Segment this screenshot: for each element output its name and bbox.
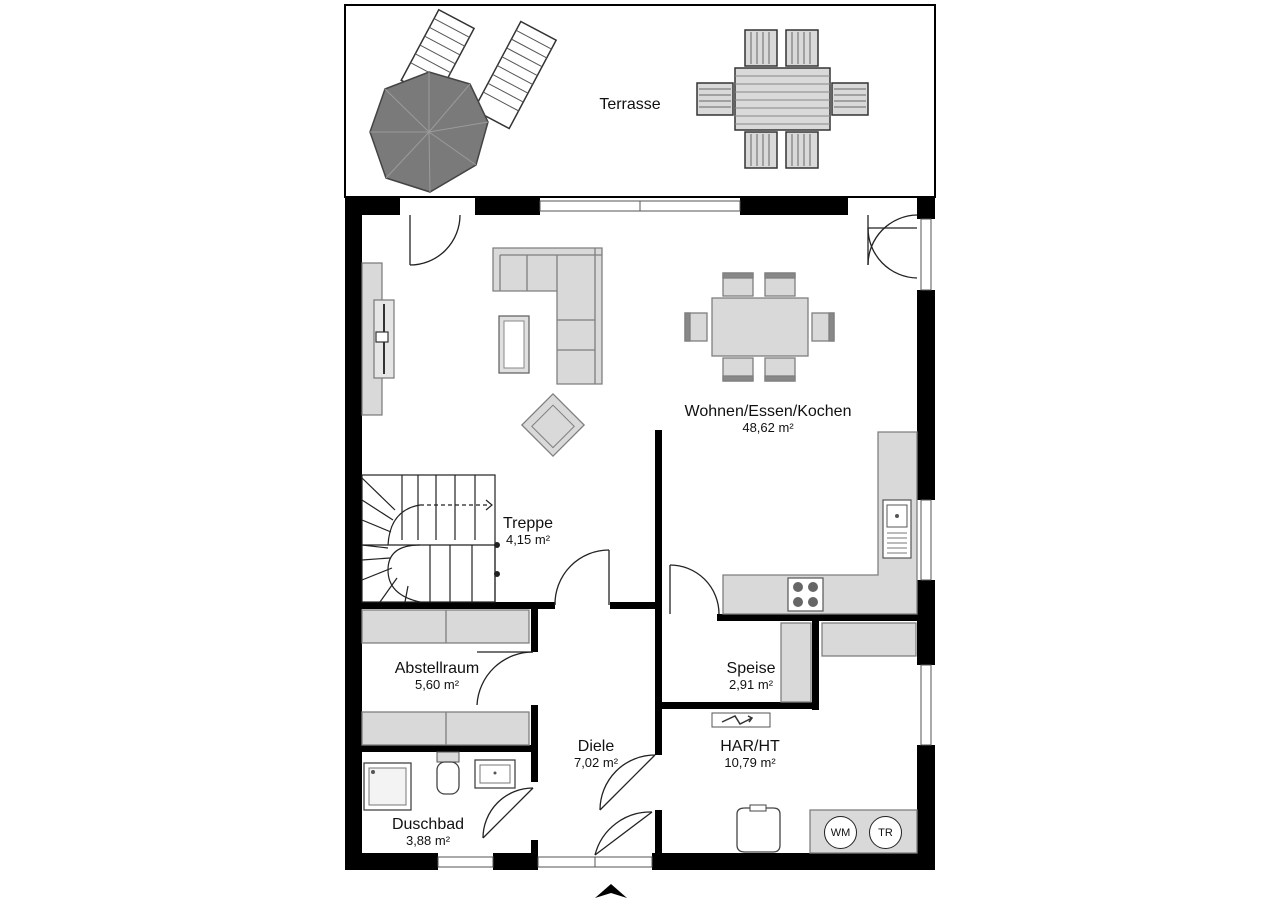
sun-lounger-2 bbox=[472, 20, 558, 130]
storage-shelves bbox=[361, 609, 530, 746]
room-label-har: HAR/HT 10,79 m² bbox=[720, 738, 780, 771]
room-name-speise: Speise bbox=[726, 660, 776, 677]
room-area-treppe: 4,15 m² bbox=[505, 532, 551, 548]
dryer-icon: TR bbox=[869, 816, 902, 849]
room-name-abstell: Abstellraum bbox=[394, 660, 480, 677]
room-label-wohnen: Wohnen/Essen/Kochen 48,62 m² bbox=[685, 403, 852, 436]
parasol-icon bbox=[369, 71, 489, 193]
boiler-icon bbox=[736, 807, 781, 853]
terrace-dining-table bbox=[696, 29, 869, 169]
room-area-har: 10,79 m² bbox=[724, 755, 776, 771]
room-label-treppe: Treppe 4,15 m² bbox=[503, 515, 553, 548]
entrance-arrow-icon bbox=[595, 884, 627, 898]
corner-sofa bbox=[492, 247, 603, 385]
stair-dot-1 bbox=[494, 542, 500, 548]
room-label-duschbad: Duschbad 3,88 m² bbox=[392, 816, 464, 849]
terrace-outline bbox=[344, 4, 936, 198]
toilet-icon bbox=[436, 751, 460, 795]
room-label-speise: Speise 2,91 m² bbox=[727, 660, 776, 693]
armchair bbox=[520, 392, 586, 458]
dining-table bbox=[684, 272, 835, 382]
shower-icon bbox=[363, 762, 412, 811]
washbasin-icon bbox=[474, 759, 516, 789]
meter-panel-icon bbox=[711, 712, 771, 728]
room-label-diele: Diele 7,02 m² bbox=[574, 738, 618, 771]
stair-dot-2 bbox=[494, 571, 500, 577]
room-name-treppe: Treppe bbox=[502, 515, 554, 532]
room-label-terrasse: Terrasse bbox=[599, 96, 660, 114]
boiler-tab bbox=[749, 804, 767, 812]
har-shelf bbox=[821, 622, 917, 657]
room-name-wohnen: Wohnen/Essen/Kochen bbox=[684, 403, 852, 420]
room-area-duschbad: 3,88 m² bbox=[405, 833, 451, 849]
washing-machine-icon: WM bbox=[824, 816, 857, 849]
stove-icon bbox=[787, 577, 824, 612]
room-name-diele: Diele bbox=[577, 738, 615, 755]
room-area-wohnen: 48,62 m² bbox=[742, 420, 794, 436]
pantry-shelf bbox=[780, 622, 812, 703]
room-area-speise: 2,91 m² bbox=[728, 677, 774, 693]
staircase bbox=[361, 474, 496, 603]
coffee-table-top bbox=[503, 320, 525, 369]
room-name-har: HAR/HT bbox=[720, 738, 780, 755]
tv-sideboard bbox=[361, 262, 395, 416]
room-name-terrasse: Terrasse bbox=[599, 96, 661, 113]
room-label-abstell: Abstellraum 5,60 m² bbox=[395, 660, 479, 693]
walls bbox=[345, 197, 935, 870]
room-area-abstell: 5,60 m² bbox=[414, 677, 460, 693]
windows bbox=[437, 200, 932, 868]
door-swings bbox=[409, 214, 918, 856]
room-name-duschbad: Duschbad bbox=[391, 816, 465, 833]
sink-icon bbox=[882, 499, 912, 559]
room-area-diele: 7,02 m² bbox=[573, 755, 619, 771]
